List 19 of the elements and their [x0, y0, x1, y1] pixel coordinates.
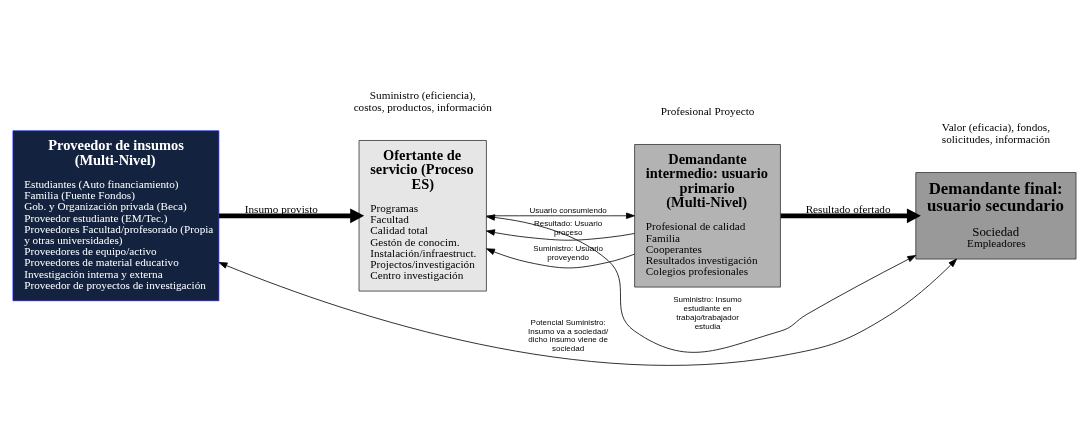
node-box: Demandante final: usuario secundario Sociedad Empleadores: [915, 171, 1077, 259]
arrow: [219, 207, 365, 223]
arrow: [486, 212, 635, 219]
node-box: Proveedor de insumos (Multi-Nivel) Estudiantes (Auto financiamiento) Familia (Fuente Fondos) Gob. y Organización privada (Beca) Proveedor estudiante (EM/Tec.) Proveedores Facultad/profesorado (Propia y otras universidades) Proveedores de equipo/activo Proveedores de material educativo Investigación interna y externa Proveedor de proyectos de investigación: [12, 129, 220, 301]
node-box: Ofertante de servicio (Proceso ES) Programas Facultad Calidad total Gestón de conocim. Instalación/infraestruct. Projectos/investigación Centro investigación: [358, 139, 487, 291]
arrow: [218, 258, 957, 366]
label: Profesional Proyecto: [660, 104, 755, 117]
label: Valor (eficacia), fondos, solicitudes, información: [941, 120, 1051, 145]
label: Suministro (eficiencia), costos, productos, información: [353, 88, 492, 113]
edge-label: Potencial Suministro: Insumo va a sociedad/ dicho insumo viene de sociedad: [528, 317, 609, 353]
arrow: [486, 247, 635, 268]
node-box: Demandante intermedio: usuario primario (Multi-Nivel) Profesional de calidad Familia Cooperantes Resultados investigación Colegios profesionales: [634, 143, 781, 287]
arrow: [486, 213, 917, 353]
edge-label: Resultado ofertado: [805, 202, 891, 215]
arrow: [486, 228, 635, 241]
edge-label: Suministro: Insumo estudiante en trabajo/trabajador estudia: [673, 294, 742, 331]
edge-label: Usuario consumiendo: [529, 205, 607, 215]
edge-label: Insumo provisto: [244, 202, 318, 215]
arrow: [780, 207, 921, 223]
